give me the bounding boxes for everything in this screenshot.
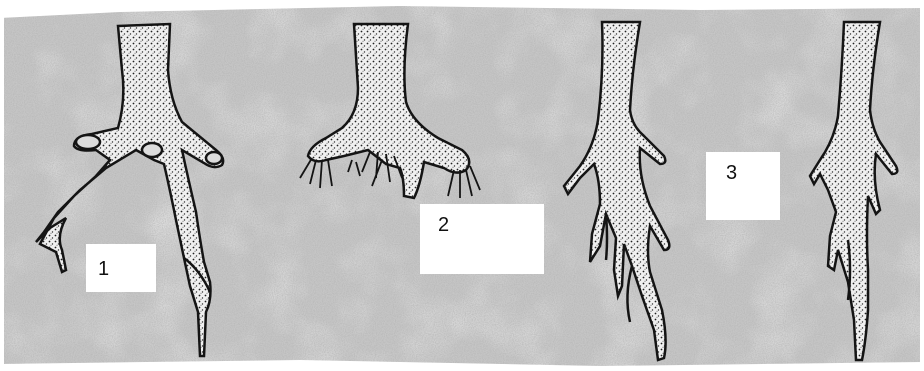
label-box-2: 2 — [420, 204, 544, 274]
label-3: 3 — [726, 162, 737, 185]
label-box-3: 3 — [706, 152, 780, 220]
label-1: 1 — [98, 258, 109, 281]
label-box-1: 1 — [86, 244, 156, 292]
label-2: 2 — [438, 214, 449, 237]
